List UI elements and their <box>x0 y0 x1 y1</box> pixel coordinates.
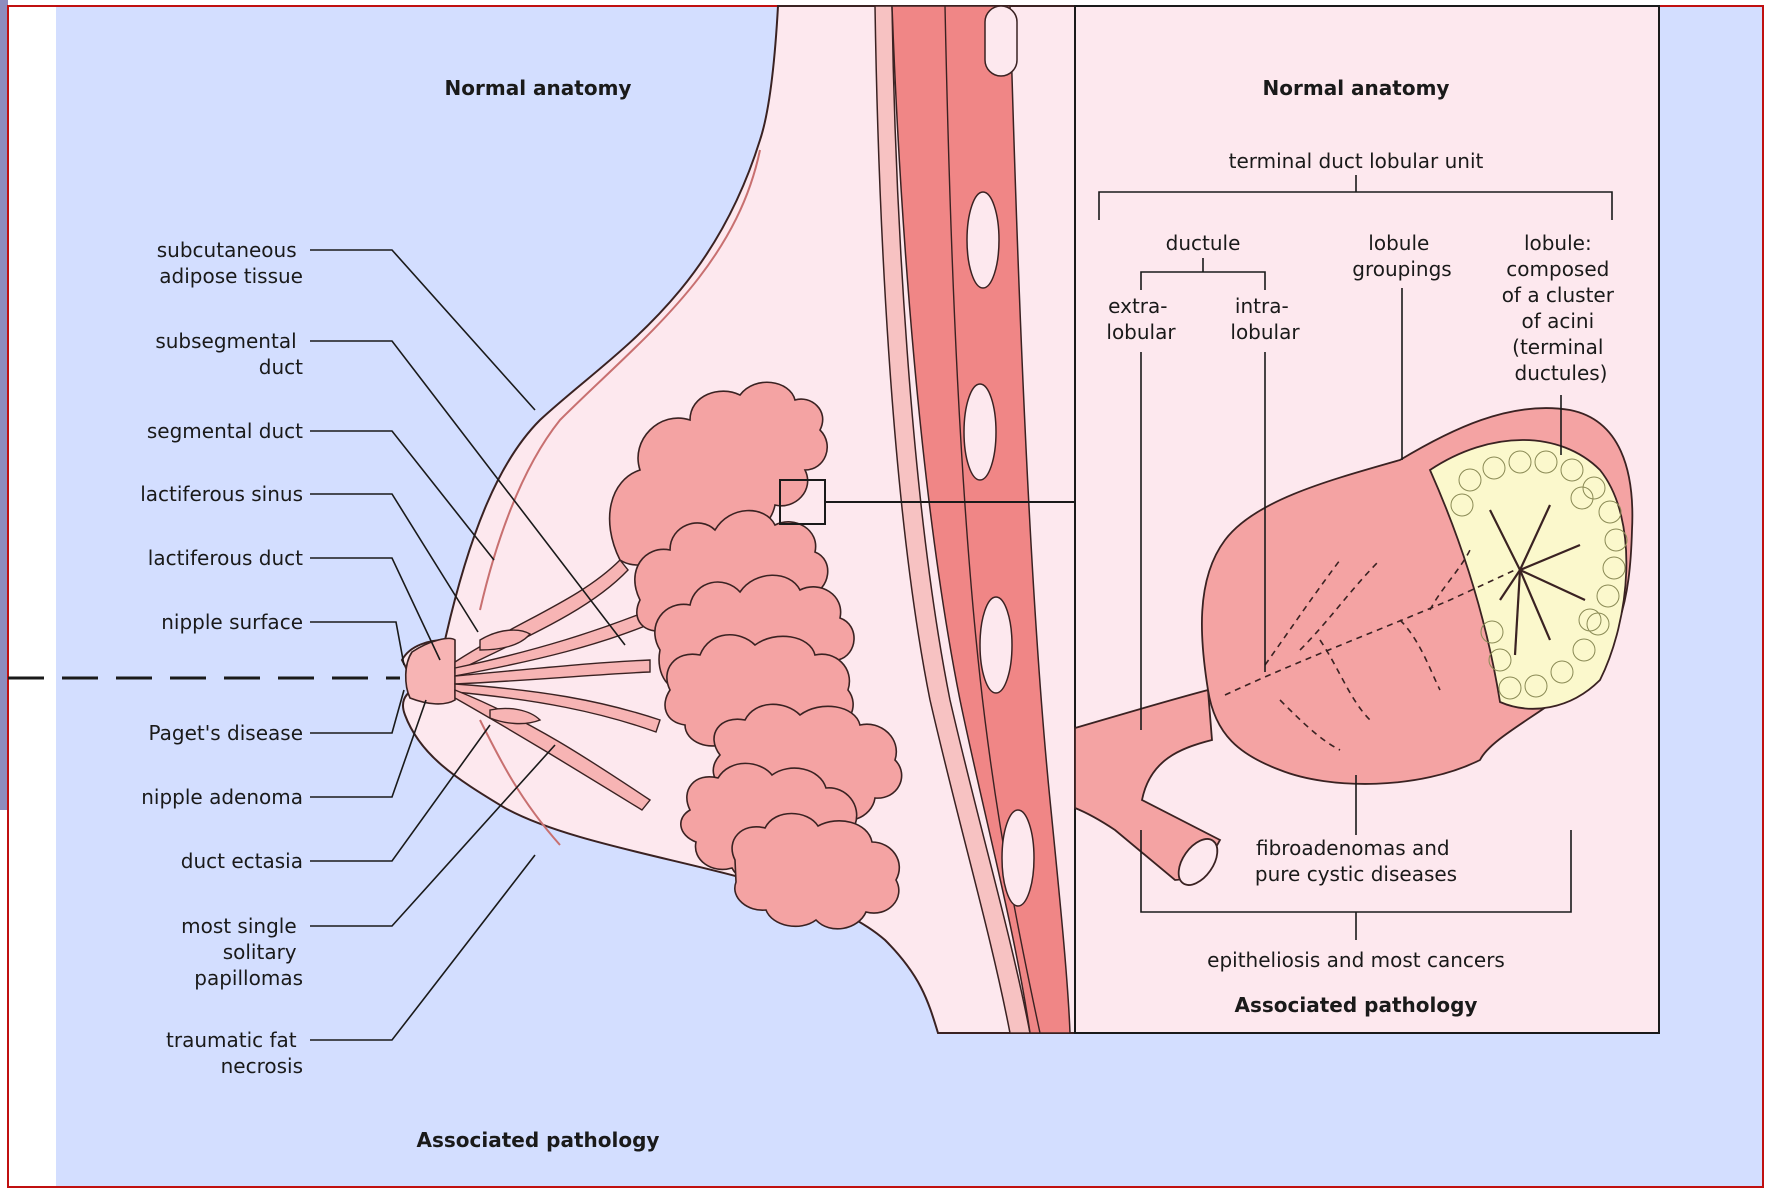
label-line: groupings <box>1352 257 1451 281</box>
label-terminal-duct-lobular-unit: terminal duct lobular unit <box>1229 149 1484 173</box>
left-header-top: Normal anatomy <box>445 76 632 100</box>
rib <box>1002 810 1034 906</box>
label-epitheliosis: epitheliosis and most cancers <box>1207 948 1505 972</box>
left-header-bottom: Associated pathology <box>417 1128 660 1152</box>
label-duct-ectasia: duct ectasia <box>181 849 303 873</box>
right-header-bottom: Associated pathology <box>1235 993 1478 1017</box>
label-line: of a cluster <box>1502 283 1615 307</box>
label-ductule: ductule <box>1166 231 1241 255</box>
label-line: adipose tissue <box>159 264 303 288</box>
right-header-top: Normal anatomy <box>1263 76 1450 100</box>
label-line: subcutaneous <box>157 238 297 262</box>
label-line: fibroadenomas and <box>1256 836 1450 860</box>
left-edge-strip <box>0 0 8 810</box>
label-line: lobular <box>1230 320 1300 344</box>
label-line: solitary <box>223 940 297 964</box>
tdlu-inset: Normal anatomy terminal duct lobular uni… <box>1075 6 1659 1033</box>
rib <box>967 192 999 288</box>
label-line: papillomas <box>194 966 303 990</box>
label-line: most single <box>181 914 297 938</box>
label-segmental-duct: segmental duct <box>147 419 303 443</box>
label-line: ductules) <box>1515 361 1608 385</box>
label-nipple-surface: nipple surface <box>161 610 303 634</box>
label-lactiferous-sinus: lactiferous sinus <box>140 482 303 506</box>
rib <box>964 384 996 480</box>
label-line: duct <box>259 355 303 379</box>
label-line: lobule <box>1368 231 1429 255</box>
label-line: intra- <box>1235 294 1289 318</box>
label-line: lobule: <box>1524 231 1592 255</box>
label-line: traumatic fat <box>166 1028 297 1052</box>
label-line: composed <box>1506 257 1609 281</box>
label-pagets-disease: Paget's disease <box>149 721 304 745</box>
label-line: (terminal <box>1512 335 1603 359</box>
label-line: subsegmental <box>155 329 296 353</box>
label-line: necrosis <box>221 1054 303 1078</box>
rib <box>985 6 1017 76</box>
label-line: of acini <box>1521 309 1594 333</box>
label-lactiferous-duct: lactiferous duct <box>148 546 303 570</box>
label-nipple-adenoma: nipple adenoma <box>141 785 303 809</box>
rib <box>980 597 1012 693</box>
label-line: pure cystic diseases <box>1255 862 1457 886</box>
label-line: extra- <box>1108 294 1167 318</box>
label-line: lobular <box>1106 320 1176 344</box>
